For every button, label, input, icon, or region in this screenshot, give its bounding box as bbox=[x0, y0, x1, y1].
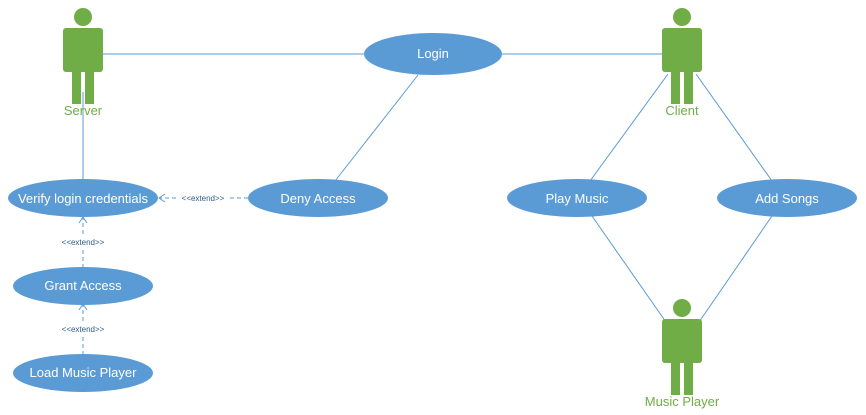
extend-lines bbox=[82, 197, 248, 355]
login-deny-line bbox=[334, 74, 419, 182]
actor-client-label: Client bbox=[665, 103, 699, 118]
actor-music-player-label: Music Player bbox=[645, 394, 720, 409]
use-case-play-label: Play Music bbox=[546, 191, 609, 206]
use-case-login[interactable]: Login bbox=[364, 33, 502, 75]
client-add-line bbox=[695, 73, 773, 182]
use-case-verify-login-credentials[interactable]: Verify login credentials bbox=[8, 179, 158, 217]
client-play-line bbox=[589, 73, 669, 182]
add-musicplayer-line bbox=[696, 215, 773, 326]
play-musicplayer-line bbox=[591, 215, 669, 326]
actor-server-label: Server bbox=[64, 103, 103, 118]
use-case-load-music-player[interactable]: Load Music Player bbox=[13, 354, 153, 392]
extend-label-deny-verify: <<extend>> bbox=[182, 194, 225, 203]
association-lines bbox=[82, 53, 773, 326]
actor-music-player[interactable]: Music Player bbox=[645, 299, 720, 409]
arrowhead-verify-from-deny bbox=[158, 193, 166, 203]
actor-server[interactable]: Server bbox=[63, 8, 103, 118]
use-case-add-label: Add Songs bbox=[755, 191, 819, 206]
server-actor-icon bbox=[63, 8, 103, 104]
use-case-grant-label: Grant Access bbox=[44, 278, 122, 293]
use-case-add-songs[interactable]: Add Songs bbox=[717, 179, 857, 217]
use-case-play-music[interactable]: Play Music bbox=[507, 179, 647, 217]
use-case-load-label: Load Music Player bbox=[30, 365, 138, 380]
use-case-deny-label: Deny Access bbox=[280, 191, 356, 206]
actor-client[interactable]: Client bbox=[662, 8, 702, 118]
use-case-grant-access[interactable]: Grant Access bbox=[13, 267, 153, 305]
use-case-verify-label: Verify login credentials bbox=[18, 191, 149, 206]
client-actor-icon bbox=[662, 8, 702, 104]
extend-label-load-grant: <<extend>> bbox=[62, 325, 105, 334]
extend-label-grant-verify: <<extend>> bbox=[62, 238, 105, 247]
use-case-deny-access[interactable]: Deny Access bbox=[248, 179, 388, 217]
music-player-actor-icon bbox=[662, 299, 702, 395]
use-case-login-label: Login bbox=[417, 46, 449, 61]
